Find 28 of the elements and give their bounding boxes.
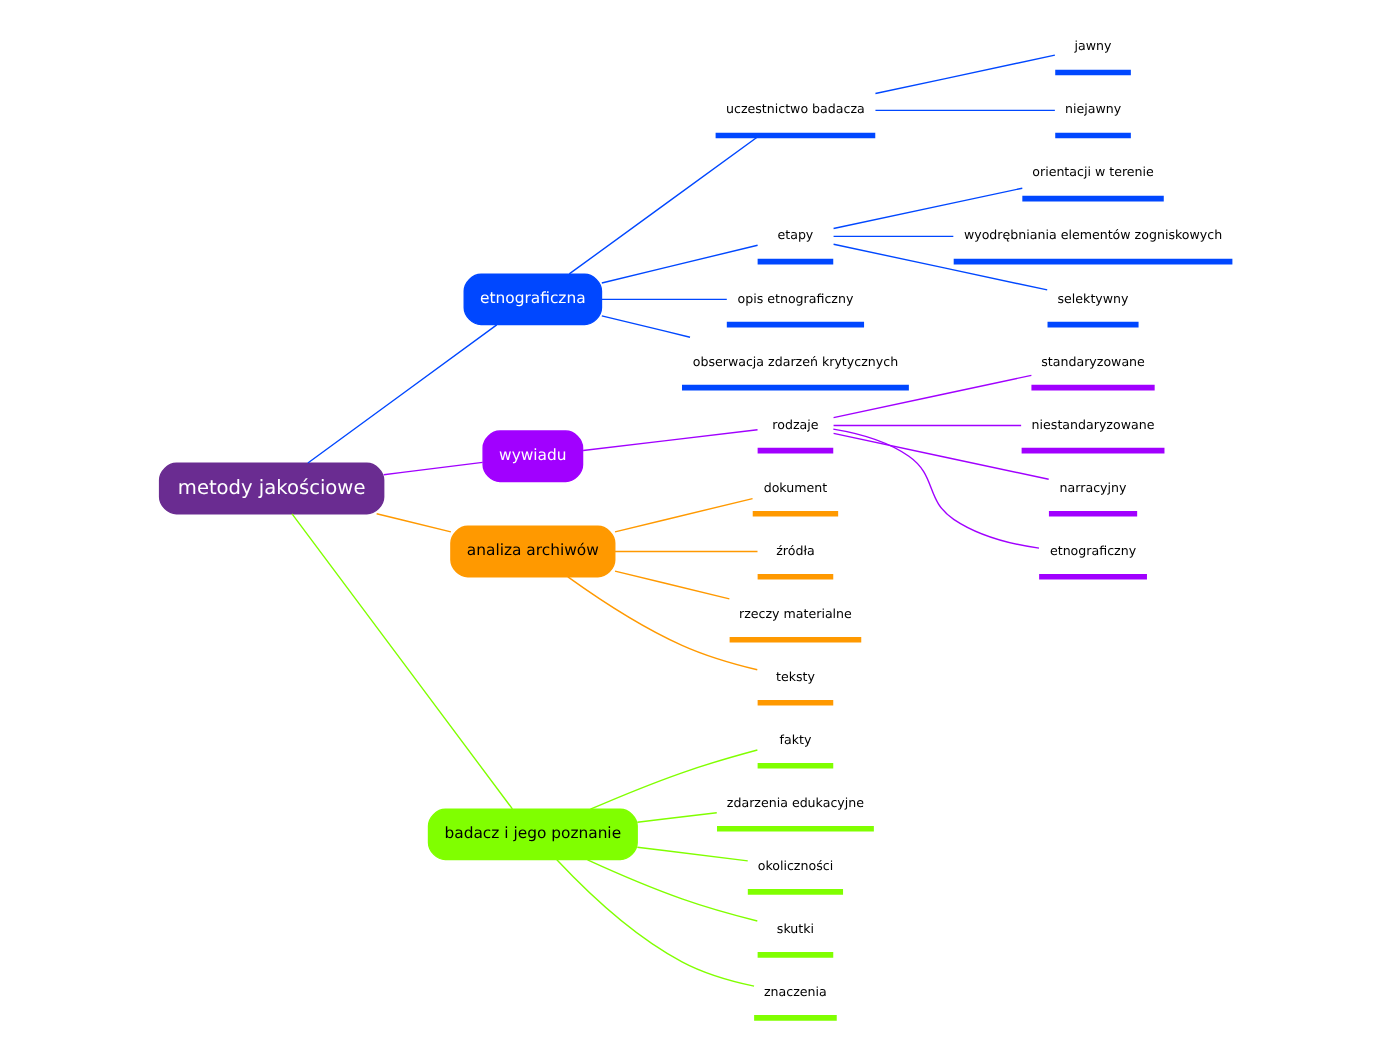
connector: [874, 109, 1056, 112]
connector: [614, 570, 731, 600]
node-box: metody jakościowe: [158, 462, 385, 515]
connector: [568, 135, 760, 275]
connector: [582, 429, 759, 452]
connector: [383, 461, 484, 476]
connector: [832, 235, 955, 238]
connector: [567, 576, 758, 671]
connector: [307, 324, 498, 464]
connector: [291, 513, 514, 810]
connector: [832, 432, 1050, 480]
connector: [601, 298, 728, 301]
connector: [601, 315, 691, 338]
connector: [601, 244, 759, 284]
connector: [375, 513, 452, 533]
connector: [874, 54, 1056, 95]
connector: [832, 243, 1048, 291]
connector: [636, 812, 718, 823]
connector: [832, 424, 1022, 427]
connector: [556, 859, 755, 987]
connector: [614, 550, 759, 553]
connector: [614, 497, 754, 533]
connector: [832, 374, 1033, 419]
connector: [832, 428, 1040, 549]
connector: [636, 846, 749, 862]
connector: [589, 749, 759, 810]
connector: [832, 187, 1023, 230]
connector: [586, 859, 758, 922]
